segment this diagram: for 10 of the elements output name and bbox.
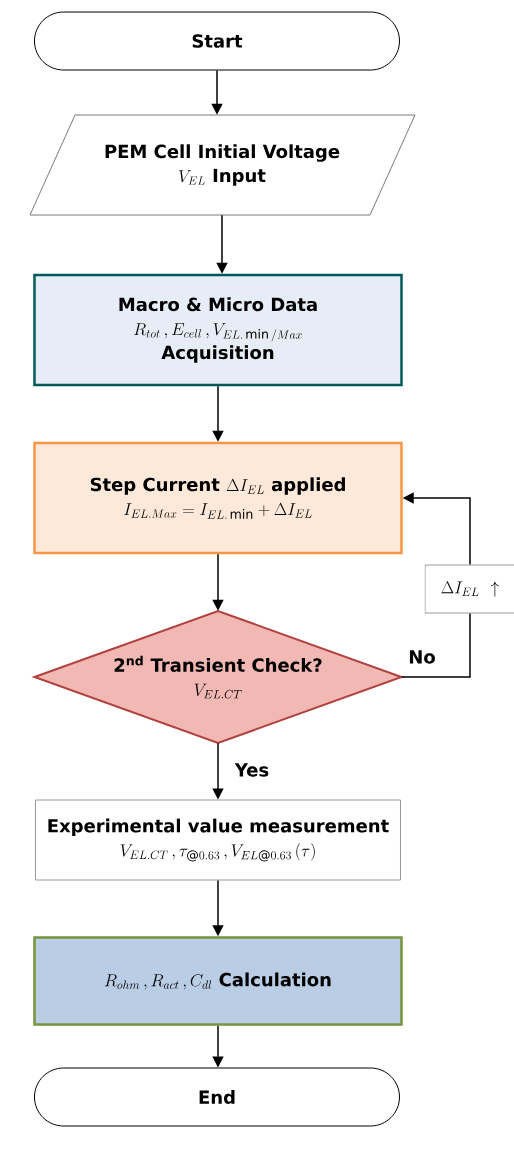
edge-label: Yes (233, 762, 271, 778)
process-box: $R_{ohm}\,, R_{act}\,, C_{dl}$ Calculation (33, 936, 403, 1026)
process-box: Macro & Micro Data $R_{tot}\,, E_{cell}\,, V_{EL.\min/Max}$ Acquisition (33, 273, 403, 387)
process-box: Step Current $\Delta I_{EL}$ applied $I_{EL.Max} = I_{EL.\min} + \Delta I_{EL}$ (33, 441, 403, 555)
process-box: Experimental value measurement $V_{EL.CT}\,, \tau_{@0.63}\,, V_{EL@0.63}\,(\tau)$ (35, 799, 401, 881)
terminal-box: Start (34, 11, 400, 71)
edge-label: No (407, 649, 437, 665)
increment-box: $\Delta I_{EL}\ \uparrow$ (424, 564, 514, 614)
input-parallelogram: PEM Cell Initial Voltage $V_{EL}$ Input (29, 114, 416, 216)
terminal-box: End (34, 1067, 400, 1127)
